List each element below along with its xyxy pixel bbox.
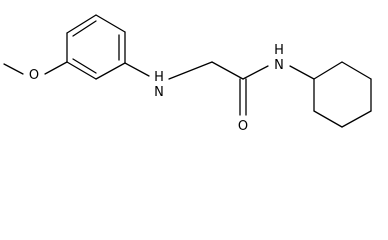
amide-hydrogen-label: H [274,43,284,58]
ring-bond [341,61,372,80]
ring-bond [66,14,97,34]
amide-nitrogen-label: N [274,58,284,73]
ring-inner-double-bond [72,58,97,74]
amide-to-cyclohexyl-bond [289,65,315,80]
amine-nitrogen-label: N [154,85,164,100]
amine-nh-group: H N [154,70,164,100]
ring-bond [313,110,343,128]
chemical-structure-diagram: O H N O H N [3,14,372,134]
ring-bond [95,14,126,33]
ring-bond [313,61,343,80]
methylene-to-carbonyl-bond [211,61,244,80]
ring-bond [66,61,97,80]
ring-bond [95,62,126,80]
amide-nh-group: H N [274,43,284,73]
cyclohexane-ring [313,61,372,128]
carbonyl-group: O [238,78,248,134]
carbonyl-oxygen-label: O [238,119,248,134]
ring-inner-double-bond [72,20,97,37]
benzene-ring [66,14,126,80]
ring-bond [341,110,372,128]
carbonyl-to-amide-bond [242,65,269,80]
methoxy-group: O [3,61,68,83]
amine-hydrogen-label: H [154,70,164,85]
amine-to-methylene-bond [168,61,213,80]
oxygen-to-ring-bond [44,61,68,75]
ring-to-amine-bond [124,62,150,77]
methyl-to-oxygen-bond [3,63,24,75]
methoxy-oxygen-label: O [29,68,39,83]
